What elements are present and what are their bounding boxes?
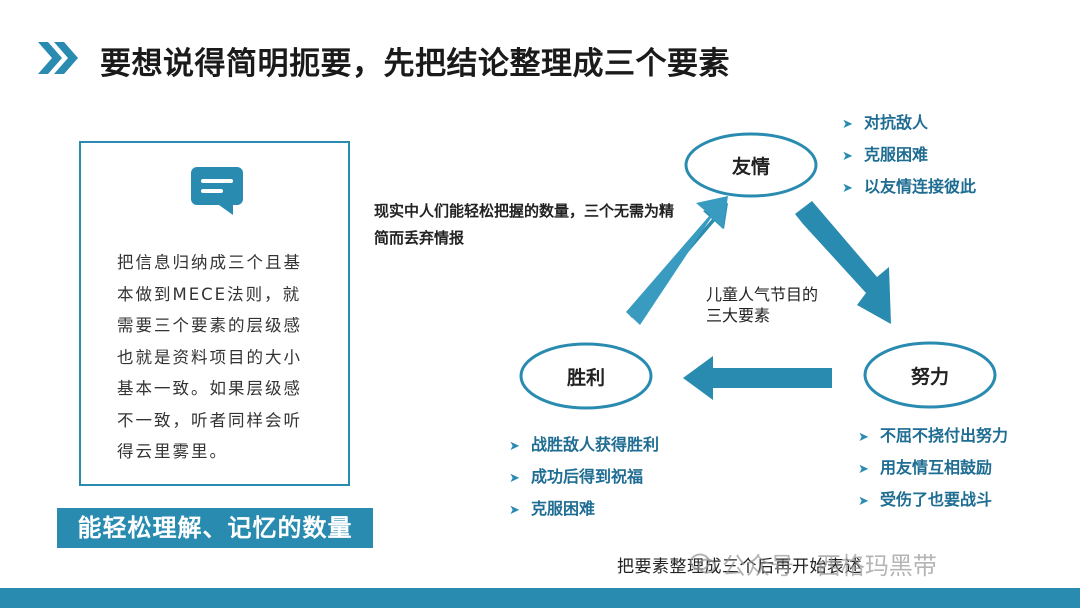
chevron-right-icon: ➤: [858, 430, 869, 445]
info-box: 把信息归纳成三个且基本做到MECE法则，就需要三个要素的层级感也就是资料项目的大…: [79, 141, 350, 486]
node-friendship-label: 友情: [731, 156, 770, 178]
chat-bubble-icon: [191, 167, 243, 215]
arrow-friendship-to-effort: [795, 201, 891, 324]
watermark-text: 公众号 · 西格玛黑带: [722, 552, 937, 580]
list-item: ➤克服困难: [509, 493, 659, 525]
list-item: ➤对抗敌人: [842, 107, 976, 139]
effort-bullets: ➤不屈不挠付出努力 ➤用友情互相鼓励 ➤受伤了也要战斗: [858, 420, 1008, 516]
friendship-bullets: ➤对抗敌人 ➤克服困难 ➤以友情连接彼此: [842, 107, 976, 203]
node-friendship: [684, 132, 818, 198]
info-text: 把信息归纳成三个且基本做到MECE法则，就需要三个要素的层级感也就是资料项目的大…: [117, 253, 302, 461]
list-item: ➤克服困难: [842, 139, 976, 171]
arrow-effort-to-victory: [683, 356, 832, 400]
list-item: ➤战胜敌人获得胜利: [509, 429, 659, 461]
chevron-right-icon: ➤: [842, 181, 853, 196]
center-label: 儿童人气节目的三大要素: [706, 285, 819, 325]
highlight-banner: 能轻松理解、记忆的数量: [57, 508, 373, 548]
footer-bar: [0, 588, 1080, 608]
list-item: ➤成功后得到祝福: [509, 461, 659, 493]
wechat-icon: [690, 553, 716, 573]
chevron-right-icon: ➤: [858, 494, 869, 509]
chevron-right-icon: ➤: [842, 117, 853, 132]
page-title: 要想说得简明扼要，先把结论整理成三个要素: [100, 46, 730, 82]
list-item: ➤受伤了也要战斗: [858, 484, 1008, 516]
node-victory-label: 胜利: [566, 367, 605, 389]
bottom-note: 把要素整理成三个后再开始表述: [617, 557, 862, 577]
reality-note: 现实中人们能轻松把握的数量，三个无需为精简而丢弃情报: [374, 202, 675, 247]
victory-bullets: ➤战胜敌人获得胜利 ➤成功后得到祝福 ➤克服困难: [509, 429, 659, 525]
node-effort: [863, 341, 997, 409]
chevron-right-icon: ➤: [509, 439, 520, 454]
node-effort-label: 努力: [910, 366, 949, 388]
list-item: ➤用友情互相鼓励: [858, 452, 1008, 484]
chevron-right-icon: ➤: [842, 149, 853, 164]
double-chevron-right-icon: [38, 42, 78, 74]
watermark: 公众号 · 西格玛黑带: [690, 546, 937, 581]
list-item: ➤以友情连接彼此: [842, 171, 976, 203]
chevron-right-icon: ➤: [509, 471, 520, 486]
node-victory: [519, 342, 653, 410]
chevron-right-icon: ➤: [858, 462, 869, 477]
arrow-victory-to-friendship: [626, 196, 728, 325]
chevron-right-icon: ➤: [509, 503, 520, 518]
list-item: ➤不屈不挠付出努力: [858, 420, 1008, 452]
